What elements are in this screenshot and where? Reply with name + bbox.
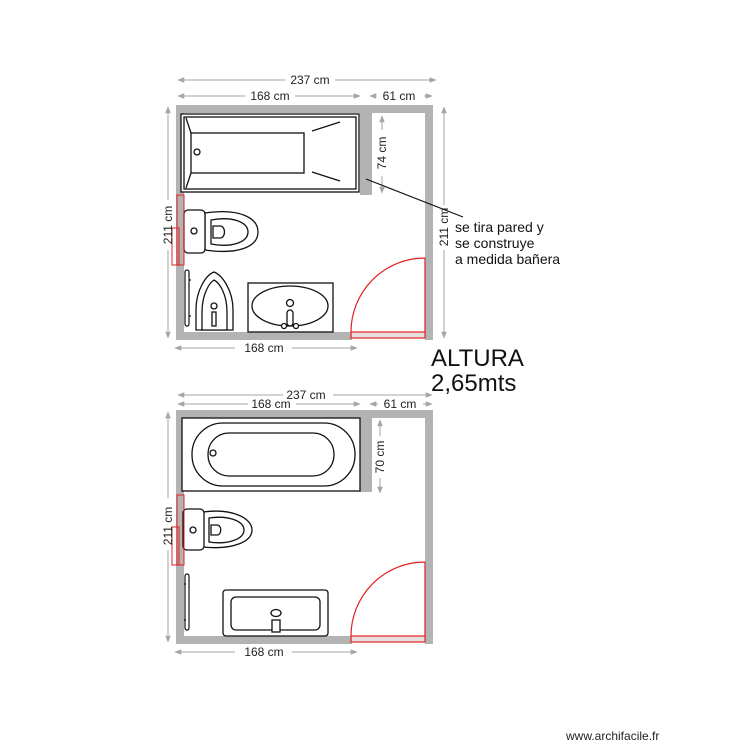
dim-total-width: 237 cm (290, 73, 329, 87)
dim-left-height: 211 cm (161, 507, 175, 545)
top-floor-plan: 237 cm 168 cm 61 cm 168 cm 74 cm 211 cm … (161, 73, 560, 355)
bathtub-icon[interactable] (181, 417, 361, 492)
door-icon[interactable] (350, 561, 426, 643)
note-line-3: a medida bañera (455, 251, 560, 267)
wall-opening-marks (171, 194, 185, 266)
dim-left-height: 211 cm (161, 206, 175, 244)
note-line-1: se tira pared y (455, 219, 544, 235)
washbasin-icon[interactable] (247, 282, 334, 333)
bottom-floor-plan: 237 cm 168 cm 61 cm 168 cm 70 cm 211 cm (161, 388, 433, 659)
washbasin-icon[interactable] (222, 589, 329, 637)
dim-bottom-width: 168 cm (244, 645, 283, 659)
door-icon[interactable] (350, 257, 426, 339)
height-label-value: 2,65mts (431, 370, 516, 397)
note-line-2: se construye (455, 235, 535, 251)
dim-right-height: 211 cm (437, 208, 451, 246)
towel-rail-icon[interactable] (184, 269, 191, 327)
walls (176, 105, 433, 340)
dimension-lines (165, 392, 433, 655)
towel-rail-icon[interactable] (184, 573, 190, 631)
dim-alcove-depth: 74 cm (375, 137, 389, 170)
bidet-icon[interactable] (195, 271, 234, 331)
bathtub-icon[interactable] (180, 113, 360, 193)
note-leader-line (365, 178, 464, 218)
wall-opening-marks (171, 494, 185, 566)
watermark: www.archifacile.fr (565, 729, 659, 743)
dim-right-width: 61 cm (383, 89, 416, 103)
dim-left-width: 168 cm (251, 397, 290, 411)
toilet-icon[interactable] (183, 209, 259, 254)
toilet-icon[interactable] (182, 508, 253, 551)
height-label-title: ALTURA (431, 345, 524, 372)
dim-alcove-depth: 70 cm (373, 441, 387, 474)
dim-left-width: 168 cm (250, 89, 289, 103)
walls (176, 410, 433, 644)
dim-right-width: 61 cm (384, 397, 417, 411)
dim-bottom-width: 168 cm (244, 341, 283, 355)
dim-total-width: 237 cm (286, 388, 325, 402)
dimension-lines (165, 77, 447, 351)
